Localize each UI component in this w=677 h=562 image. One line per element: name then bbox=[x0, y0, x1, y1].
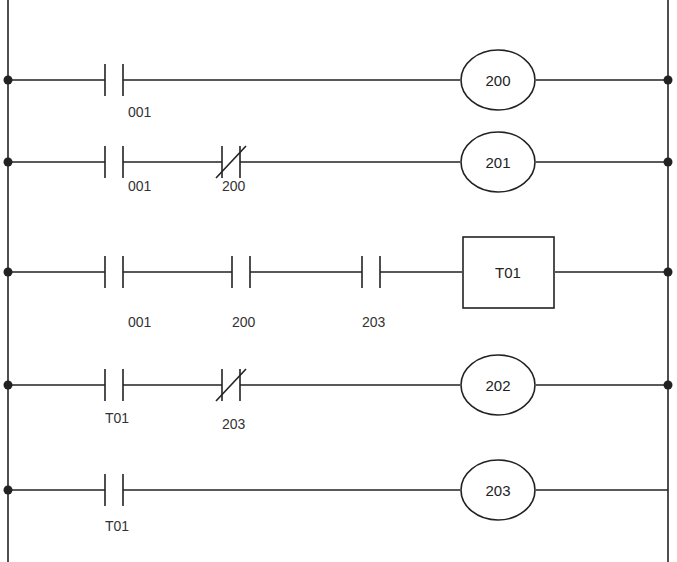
rung bbox=[8, 474, 668, 506]
node-text: 202 bbox=[485, 377, 510, 394]
node-text: 203 bbox=[485, 482, 510, 499]
rung bbox=[8, 64, 668, 96]
coil-circle: 200 bbox=[460, 49, 536, 111]
coil-circle: 202 bbox=[460, 354, 536, 416]
contact-label: T01 bbox=[105, 518, 129, 534]
contact-label: 200 bbox=[222, 178, 245, 194]
node-text: T01 bbox=[495, 264, 521, 281]
contact-label: 001 bbox=[128, 314, 151, 330]
coil-circle: 203 bbox=[460, 459, 536, 521]
contact-label: T01 bbox=[105, 410, 129, 426]
node-text: 201 bbox=[485, 154, 510, 171]
contact-label: 001 bbox=[128, 104, 151, 120]
rung bbox=[8, 256, 668, 288]
node-text: 200 bbox=[485, 72, 510, 89]
junction-dots bbox=[4, 76, 673, 495]
rung bbox=[8, 369, 668, 401]
contact-label: 001 bbox=[128, 178, 151, 194]
contact-label: 200 bbox=[232, 314, 255, 330]
rung bbox=[8, 146, 668, 178]
coil-circle: 201 bbox=[460, 131, 536, 193]
timer-box: T01 bbox=[462, 236, 555, 309]
contact-label: 203 bbox=[222, 416, 245, 432]
contact-label: 203 bbox=[362, 314, 385, 330]
